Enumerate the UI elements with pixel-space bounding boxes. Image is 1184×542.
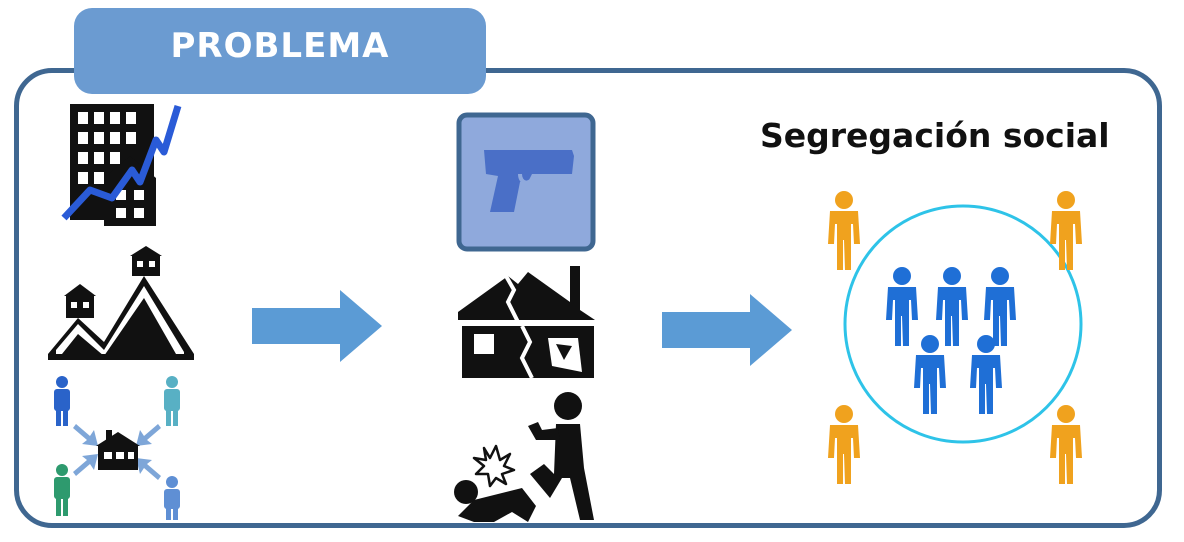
segregation-title: Segregación social (760, 116, 1110, 155)
arrow-right-icon (662, 294, 792, 366)
gun-icon (456, 112, 596, 252)
damaged-house-icon (458, 266, 598, 379)
problem-tab: PROBLEMA (74, 8, 486, 94)
building-decline-icon (61, 104, 182, 226)
segregated-group-icon (828, 191, 1083, 484)
arrow-right-icon (252, 290, 382, 362)
tab-label: PROBLEMA (170, 26, 390, 66)
hillside-houses-icon (48, 246, 194, 360)
migration-to-house-icon (54, 376, 180, 520)
assault-icon (454, 392, 594, 522)
